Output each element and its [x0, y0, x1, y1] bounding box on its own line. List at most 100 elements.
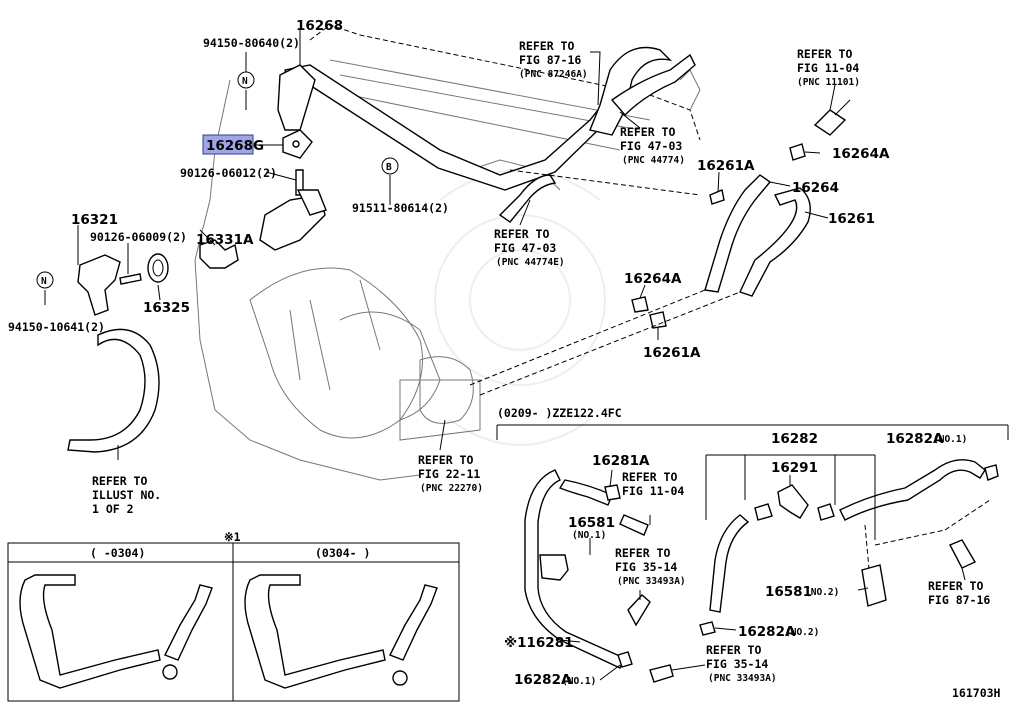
svg-text:REFER TO: REFER TO: [928, 579, 983, 593]
label-16282a-top: 16282A: [886, 431, 944, 447]
label-16581-no1: (NO.1): [572, 530, 606, 541]
thermostat-16331a: [199, 239, 239, 269]
svg-text:REFER TO: REFER TO: [519, 39, 574, 53]
label-16331a: 16331A: [196, 232, 254, 248]
outlet-housing-top: [296, 189, 327, 216]
svg-text:N: N: [41, 276, 47, 287]
svg-text:(PNC 33493A): (PNC 33493A): [617, 576, 686, 587]
label-16282a-bot-no: (NO.1): [562, 676, 596, 687]
marker-b: B: [381, 157, 399, 175]
label-16261: 16261: [828, 211, 875, 227]
svg-text:REFER TO: REFER TO: [706, 643, 761, 657]
svg-text:FIG 47-03: FIG 47-03: [620, 139, 682, 153]
svg-text:1 OF 2: 1 OF 2: [92, 502, 134, 516]
water-pipe-16268: [277, 64, 606, 191]
label-16268g[interactable]: 16268G: [206, 138, 264, 154]
svg-text:FIG 87-16: FIG 87-16: [519, 53, 581, 67]
label-94150-80640: 94150-80640(2): [203, 36, 300, 50]
label-16281a: 16281A: [592, 453, 650, 469]
svg-text:(PNC 33493A): (PNC 33493A): [708, 673, 777, 684]
label-16325: 16325: [143, 300, 190, 316]
routing-lines: [469, 169, 991, 581]
svg-text:B: B: [386, 162, 392, 173]
svg-text:FIG 11-04: FIG 11-04: [797, 61, 859, 75]
hose-upper: [589, 46, 673, 136]
svg-text:FIG 22-11: FIG 22-11: [418, 467, 480, 481]
label-16321: 16321: [71, 212, 118, 228]
svg-text:REFER TO: REFER TO: [620, 125, 675, 139]
stud-90126-06009: [119, 273, 142, 285]
svg-text:(PNC 44774E): (PNC 44774E): [496, 257, 565, 268]
lower-right-group: [524, 454, 999, 683]
refer-87-16-top: REFER TO FIG 87-16 (PNC 87246A): [519, 39, 588, 80]
bracket-zze122: [496, 424, 1009, 440]
svg-text:FIG 11-04: FIG 11-04: [622, 484, 684, 498]
label-91511-80614: 91511-80614(2): [352, 201, 449, 215]
highlight-16268g: [202, 134, 254, 155]
label-16581-no2-tag: (NO.2): [805, 587, 839, 598]
hose-16261: [739, 187, 811, 297]
refer-47-03-b: REFER TO FIG 47-03 (PNC 44774E): [494, 227, 565, 268]
label-16264a-mid: 16264A: [624, 271, 682, 287]
svg-text:FIG 35-14: FIG 35-14: [706, 657, 768, 671]
inset-right-header: (0304- ): [315, 546, 370, 560]
label-90126-06012: 90126-06012(2): [180, 166, 277, 180]
gasket-16325: [147, 253, 169, 283]
label-16282a-mid: 16282A: [738, 624, 796, 640]
leader-lines: [44, 30, 836, 460]
label-16282a-bot: 16282A: [514, 672, 572, 688]
water-inlet-16321: [77, 254, 121, 316]
hose-lower-left: [67, 328, 160, 453]
gasket-hole: [292, 140, 300, 148]
svg-text:(PNC 22270): (PNC 22270): [420, 483, 483, 494]
inset-left-header: ( -0304): [90, 546, 145, 560]
label-16581-no2: 16581: [765, 584, 812, 600]
clamp-16261a-top: [709, 189, 725, 205]
refer-illust-1-of-2: REFER TO ILLUST NO. 1 OF 2: [92, 474, 161, 516]
refer-11-04-bottom: REFER TO FIG 11-04: [622, 470, 684, 498]
svg-text:REFER TO: REFER TO: [615, 546, 670, 560]
clamp-16264a-mid: [631, 296, 649, 313]
svg-text:REFER TO: REFER TO: [797, 47, 852, 61]
refer-35-14-a: REFER TO FIG 35-14 (PNC 33493A): [615, 546, 686, 587]
refer-87-16-bottom: REFER TO FIG 87-16: [928, 579, 990, 607]
svg-text:(PNC 44774): (PNC 44774): [622, 155, 685, 166]
svg-text:REFER TO: REFER TO: [92, 474, 147, 488]
label-16264a-top: 16264A: [832, 146, 890, 162]
label-16291: 16291: [771, 460, 818, 476]
refer-47-03-a: REFER TO FIG 47-03 (PNC 44774): [620, 125, 685, 166]
svg-text:FIG 87-16: FIG 87-16: [928, 593, 990, 607]
svg-text:ILLUST NO.: ILLUST NO.: [92, 488, 161, 502]
label-94150-10641: 94150-10641(2): [8, 320, 105, 334]
bracket-header: (0209- )ZZE122.4FC: [497, 406, 622, 420]
inset-mark: ※1: [224, 530, 241, 544]
svg-text:FIG 35-14: FIG 35-14: [615, 560, 677, 574]
label-16264: 16264: [792, 180, 839, 196]
marker-n-left: N: [36, 271, 54, 289]
inset-box: [7, 542, 460, 702]
refer-11-04-top: REFER TO FIG 11-04 (PNC 11101): [797, 47, 860, 88]
label-90126-06009: 90126-06009(2): [90, 230, 187, 244]
svg-text:REFER TO: REFER TO: [418, 453, 473, 467]
svg-text:REFER TO: REFER TO: [622, 470, 677, 484]
marker-n-top: N: [237, 71, 255, 89]
label-16282: 16282: [771, 431, 818, 447]
hose-upper-2: [610, 53, 696, 117]
refer-35-14-b: REFER TO FIG 35-14 (PNC 33493A): [706, 643, 777, 684]
label-16261a-mid: 16261A: [643, 345, 701, 361]
svg-text:(PNC 87246A): (PNC 87246A): [519, 69, 588, 80]
svg-text:FIG 47-03: FIG 47-03: [494, 241, 556, 255]
svg-text:N: N: [242, 76, 248, 87]
label-16282a-top-no: (NO.1): [933, 434, 967, 445]
refer-22-11: REFER TO FIG 22-11 (PNC 22270): [418, 453, 483, 494]
label-16261a-top: 16261A: [697, 158, 755, 174]
figure-id: 161703H: [952, 686, 1001, 700]
label-16581: 16581: [568, 515, 615, 531]
watermark: [434, 169, 606, 446]
svg-text:(PNC 11101): (PNC 11101): [797, 77, 860, 88]
clamp-16264a-top: [789, 143, 806, 161]
label-16281: ※116281: [504, 635, 573, 651]
fitting-11-04: [813, 109, 847, 136]
